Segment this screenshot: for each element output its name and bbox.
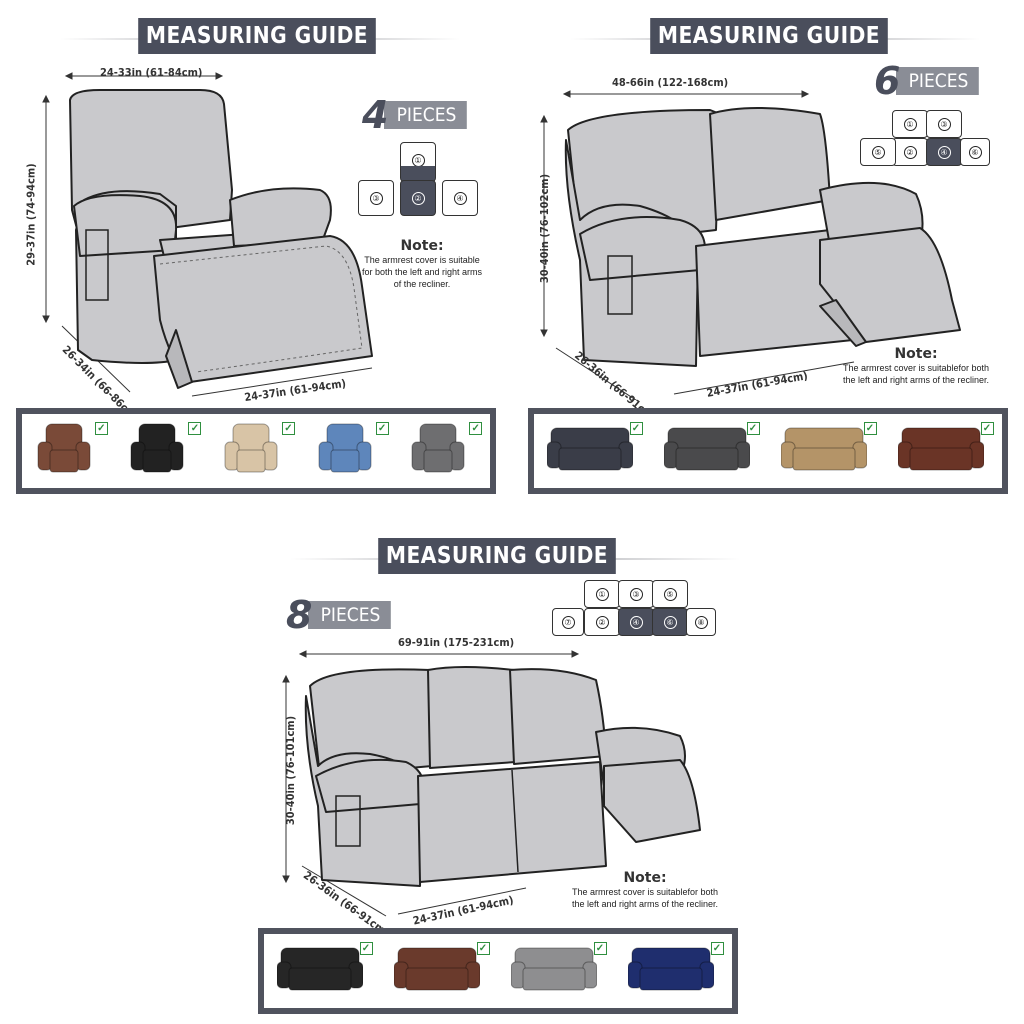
piece-4: ④: [442, 180, 478, 216]
recliner-diagram: [42, 72, 373, 397]
note-title: Note:: [400, 238, 444, 254]
piece-7: ⑦: [552, 608, 584, 636]
piece-8: ⑧: [686, 608, 716, 636]
checkmark-icon: ✓: [359, 942, 373, 955]
note: Note: The armrest cover is suitablefor b…: [570, 870, 720, 910]
piece-5: ⑤: [652, 580, 688, 608]
sofa-product-thumbnail: ✓: [510, 940, 607, 1002]
sofa-product-thumbnail: ✓: [627, 940, 724, 1002]
loveseat-product-thumbnail: ✓: [663, 420, 760, 482]
measuring-guide-banner: MEASURING GUIDE: [650, 18, 888, 54]
checkmark-icon: ✓: [375, 422, 389, 435]
sofa-diagram: [282, 650, 701, 917]
checkmark-icon: ✓: [629, 422, 643, 435]
checkmark-icon: ✓: [469, 422, 483, 435]
piece-3: ③: [358, 180, 394, 216]
width-dimension: 48-66in (122-168cm): [612, 76, 729, 89]
checkmark-icon: ✓: [281, 422, 295, 435]
piece-1: ①: [892, 110, 928, 138]
checkmark-icon: ✓: [863, 422, 877, 435]
height-dimension: 30-40in (76-101cm): [284, 715, 298, 826]
height-dimension: 30-40in (76-102cm): [538, 173, 552, 284]
piece-4: ④: [618, 608, 654, 636]
piece-3: ③: [926, 110, 962, 138]
checkmark-icon: ✓: [188, 422, 202, 435]
compatible-sofas-strip: ✓ ✓ ✓ ✓: [258, 928, 738, 1014]
note-text: The armrest cover is suitablefor both th…: [842, 363, 990, 385]
piece-3: ③: [618, 580, 654, 608]
note: Note: The armrest cover is suitable for …: [360, 238, 484, 290]
pieces-label: PIECES: [308, 601, 392, 629]
compatible-recliners-strip: ✓ ✓ ✓ ✓ ✓: [16, 408, 496, 494]
checkmark-icon: ✓: [746, 422, 760, 435]
height-dimension: 29-37in (74-94cm): [24, 163, 38, 266]
note-text: The armrest cover is suitablefor both th…: [571, 887, 719, 909]
piece-2: ②: [584, 608, 620, 636]
loveseat-product-thumbnail: ✓: [546, 420, 643, 482]
checkmark-icon: ✓: [593, 942, 607, 955]
measuring-guide-banner: MEASURING GUIDE: [138, 18, 376, 54]
piece-4: ④: [926, 138, 962, 166]
pieces-count: 4: [362, 93, 389, 137]
piece-6: ⑥: [960, 138, 990, 166]
recliner-product-thumbnail: ✓: [127, 420, 202, 482]
pieces-count: 8: [286, 593, 313, 637]
note-text: The armrest cover is suitable for both t…: [361, 255, 483, 289]
width-dimension: 24-33in (61-84cm): [100, 66, 203, 79]
piece-2: ②: [892, 138, 928, 166]
pieces-badge: 4 PIECES: [362, 96, 477, 134]
piece-5: ⑤: [860, 138, 896, 166]
recliner-product-thumbnail: ✓: [34, 420, 108, 482]
pieces-count: 6: [874, 59, 901, 103]
checkmark-icon: ✓: [980, 422, 994, 435]
measuring-guide-banner: MEASURING GUIDE: [378, 538, 616, 574]
pieces-label: PIECES: [896, 67, 980, 95]
recliner-product-thumbnail: ✓: [221, 420, 295, 482]
checkmark-icon: ✓: [710, 942, 724, 955]
checkmark-icon: ✓: [476, 942, 490, 955]
note-title: Note:: [623, 870, 667, 886]
loveseat-diagram: [540, 90, 961, 400]
piece-1: ①: [584, 580, 620, 608]
pieces-label: PIECES: [384, 101, 468, 129]
loveseat-product-thumbnail: ✓: [780, 420, 877, 482]
loveseat-product-thumbnail: ✓: [897, 420, 994, 482]
piece-2: ②: [400, 180, 436, 216]
note-title: Note:: [894, 346, 938, 362]
sofa-product-thumbnail: ✓: [393, 940, 490, 1002]
piece-6: ⑥: [652, 608, 688, 636]
note: Note: The armrest cover is suitablefor b…: [838, 346, 994, 386]
checkmark-icon: ✓: [94, 422, 108, 435]
recliner-product-thumbnail: ✓: [315, 420, 389, 482]
width-dimension: 69-91in (175-231cm): [398, 636, 515, 649]
pieces-badge: 8 PIECES: [286, 596, 401, 634]
compatible-loveseats-strip: ✓ ✓ ✓ ✓: [528, 408, 1008, 494]
recliner-product-thumbnail: ✓: [408, 420, 483, 482]
pieces-badge: 6 PIECES: [874, 62, 989, 100]
sofa-product-thumbnail: ✓: [276, 940, 373, 1002]
